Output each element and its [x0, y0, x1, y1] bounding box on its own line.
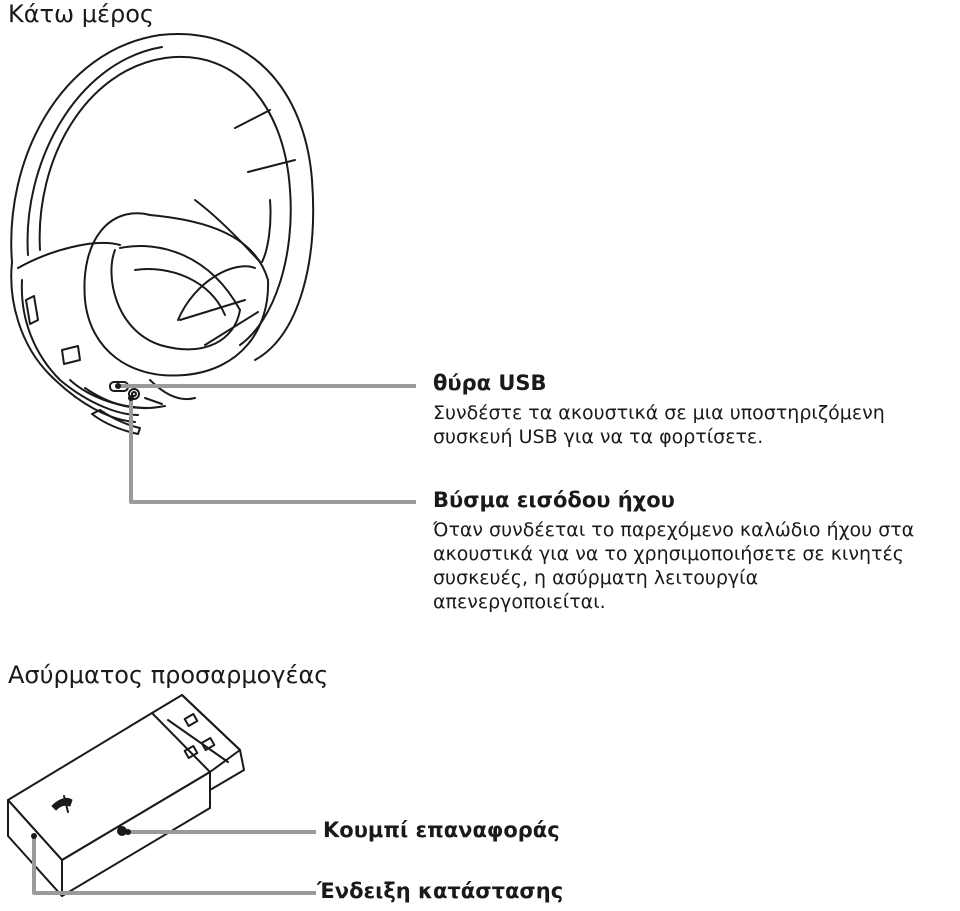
audio-input-description-line: ακουστικά για να το χρησιμοποιήσετε σε κ…: [433, 543, 904, 565]
usb-port-marker: [115, 383, 121, 389]
usb-port-description: Συνδέστε τα ακουστικά σε μια υποστηριζόμ…: [433, 401, 953, 449]
leader-lines: [32, 384, 416, 895]
headset-drawing: [10, 33, 315, 435]
audio-input-title: Βύσμα εισόδου ήχου: [433, 488, 675, 512]
audio-input-description-line: Όταν συνδέεται το παρεχόμενο καλώδιο ήχο…: [433, 519, 915, 541]
wireless-adapter-title: Ασύρματος προσαρμογέας: [8, 661, 329, 689]
status-indicator-leader: [32, 836, 316, 895]
audio-input-description-line: απενεργοποιείται.: [433, 591, 606, 613]
usb-port-description-line: συσκευή USB για να τα φορτίσετε.: [433, 426, 764, 448]
reset-button-marker: [125, 829, 131, 835]
usb-port-description-line: Συνδέστε τα ακουστικά σε μια υποστηριζόμ…: [433, 402, 885, 424]
audio-input-callout: Βύσμα εισόδου ήχου Όταν συνδέεται το παρ…: [433, 488, 958, 614]
audio-input-description: Όταν συνδέεται το παρεχόμενο καλώδιο ήχο…: [433, 518, 958, 614]
audio-input-leader: [129, 398, 416, 504]
adapter-drawing: [7, 694, 245, 897]
reset-button-label: Κουμπί επαναφοράς: [323, 818, 560, 842]
usb-port-title: θύρα USB: [433, 371, 547, 395]
status-indicator-label: Ένδειξη κατάστασης: [317, 879, 564, 903]
headset-bottom-title: Κάτω μέρος: [8, 0, 154, 28]
audio-input-description-line: συσκευές, η ασύρματη λειτουργία: [433, 567, 759, 589]
status-indicator-marker: [31, 833, 37, 839]
usb-port-callout: θύρα USB Συνδέστε τα ακουστικά σε μια υπ…: [433, 371, 953, 449]
audio-input-marker: [128, 395, 134, 401]
